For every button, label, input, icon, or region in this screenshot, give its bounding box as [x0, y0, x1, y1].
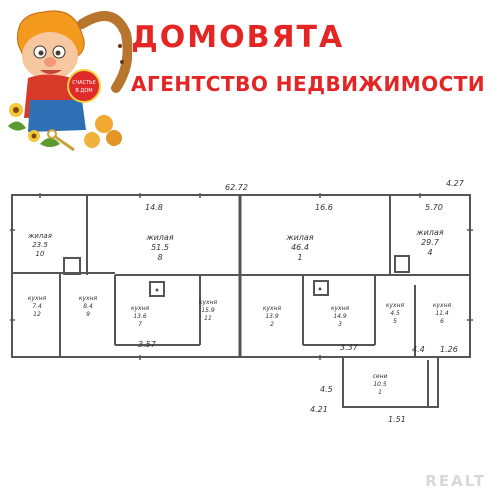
svg-text:10: 10: [36, 250, 45, 258]
room-8: жилая 51.5 8: [145, 233, 173, 262]
svg-text:5: 5: [393, 318, 397, 325]
svg-text:7: 7: [138, 321, 142, 328]
svg-text:14.9: 14.9: [333, 313, 347, 320]
svg-text:сени: сени: [373, 373, 388, 380]
svg-text:15.9: 15.9: [201, 307, 215, 314]
room-7: кухня 13.6 7: [131, 305, 150, 328]
dim-bottom-left: 3.57: [138, 340, 157, 349]
svg-text:кухня: кухня: [28, 295, 47, 302]
watermark: REALT: [425, 472, 486, 490]
svg-text:46.4: 46.4: [291, 243, 309, 252]
room-12: кухня 7.4 12: [28, 295, 47, 318]
room-5: кухня 4.5 5: [386, 302, 405, 325]
dim-annex-right: 1.26: [440, 345, 458, 354]
brand-title: ДОМОВЯТА: [131, 20, 345, 55]
svg-text:9: 9: [86, 311, 90, 318]
svg-text:6: 6: [440, 318, 444, 325]
dim-annex-side: 4.5: [320, 385, 333, 394]
svg-text:8: 8: [157, 253, 162, 262]
horseshoe-icon: [77, 11, 132, 93]
svg-text:жилая: жилая: [145, 233, 173, 242]
svg-text:жилая: жилая: [285, 233, 313, 242]
svg-text:23.5: 23.5: [32, 241, 48, 249]
dim-room-1-top: 16.6: [315, 203, 333, 212]
svg-text:4.5: 4.5: [390, 310, 400, 317]
room-6: кухня 11.4 6: [433, 302, 452, 325]
svg-text:2: 2: [270, 321, 274, 328]
svg-text:11: 11: [204, 315, 212, 322]
room-10: жилая 23.5 10: [27, 232, 52, 258]
dim-room-8-top: 14.8: [145, 203, 163, 212]
floor-plan: 62.72 14.8 16.6 5.70 4.27 4.21 3.57 3.37…: [10, 179, 473, 424]
room-annex: сени 10.5 1: [373, 373, 388, 396]
svg-text:жилая: жилая: [27, 232, 52, 240]
svg-text:3: 3: [338, 321, 342, 328]
svg-text:жилая: жилая: [415, 228, 443, 237]
dim-bottom-mid: 3.37: [340, 343, 359, 352]
brand-logo: СЧАСТЬЕ В ДОМ: [8, 10, 132, 152]
svg-text:В ДОМ: В ДОМ: [75, 88, 92, 94]
svg-text:кухня: кухня: [131, 305, 150, 312]
dim-room-4-top: 5.70: [425, 203, 443, 212]
dim-right-ext: 4.27: [446, 179, 465, 188]
svg-text:29.7: 29.7: [421, 238, 440, 247]
svg-text:51.5: 51.5: [151, 243, 169, 252]
svg-text:10.5: 10.5: [373, 381, 387, 388]
dim-bottom-ext: 4.21: [310, 405, 328, 414]
svg-text:кухня: кухня: [386, 302, 405, 309]
svg-text:кухня: кухня: [79, 295, 98, 302]
room-1: жилая 46.4 1: [285, 233, 313, 262]
room-9: кухня 8.4 9: [79, 295, 98, 318]
svg-text:12: 12: [33, 311, 41, 318]
brand-subtitle: АГЕНТСТВО НЕДВИЖИМОСТИ: [131, 72, 486, 96]
svg-text:кухня: кухня: [331, 305, 350, 312]
svg-text:8.4: 8.4: [83, 303, 93, 310]
svg-text:1: 1: [297, 253, 302, 262]
room-2: кухня 13.9 2: [263, 305, 282, 328]
dim-top-total: 62.72: [225, 183, 248, 192]
svg-text:13.6: 13.6: [133, 313, 147, 320]
svg-text:СЧАСТЬЕ: СЧАСТЬЕ: [72, 80, 95, 86]
svg-text:кухня: кухня: [433, 302, 452, 309]
svg-text:кухня: кухня: [263, 305, 282, 312]
svg-text:11.4: 11.4: [435, 310, 449, 317]
room-3: кухня 14.9 3: [331, 305, 350, 328]
svg-text:7.4: 7.4: [32, 303, 42, 310]
svg-text:4: 4: [427, 248, 432, 257]
svg-text:13.9: 13.9: [265, 313, 279, 320]
room-4: жилая 29.7 4: [415, 228, 443, 257]
svg-text:1: 1: [378, 389, 382, 396]
dim-annex-bottom: 1.51: [388, 415, 406, 424]
room-11: кухня 15.9 11: [199, 299, 218, 322]
dim-annex-label: 4.4: [412, 345, 425, 354]
svg-text:кухня: кухня: [199, 299, 218, 306]
